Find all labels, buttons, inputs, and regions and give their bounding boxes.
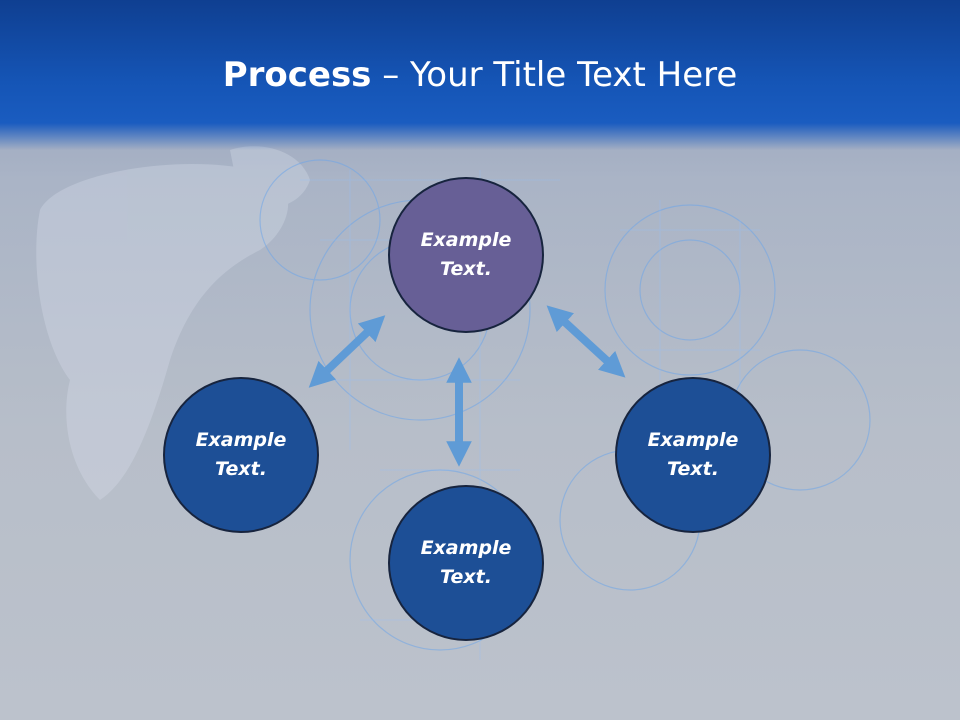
slide-title: Process – Your Title Text Here: [0, 52, 960, 98]
arrow-center-left: [308, 315, 386, 388]
node-right-text: Example Text.: [647, 429, 739, 480]
process-node-right: Example Text.: [615, 377, 771, 533]
node-left-text: Example Text.: [195, 429, 287, 480]
node-bottom-text: Example Text.: [420, 537, 512, 588]
process-node-bottom: Example Text.: [388, 485, 544, 641]
header-bar: [0, 0, 960, 150]
node-center-text: Example Text.: [420, 229, 512, 280]
process-node-left: Example Text.: [163, 377, 319, 533]
title-bold: Process: [222, 55, 372, 95]
process-node-center: Example Text.: [388, 177, 544, 333]
title-rest: – Your Title Text Here: [371, 55, 738, 95]
arrow-center-right: [546, 305, 626, 378]
